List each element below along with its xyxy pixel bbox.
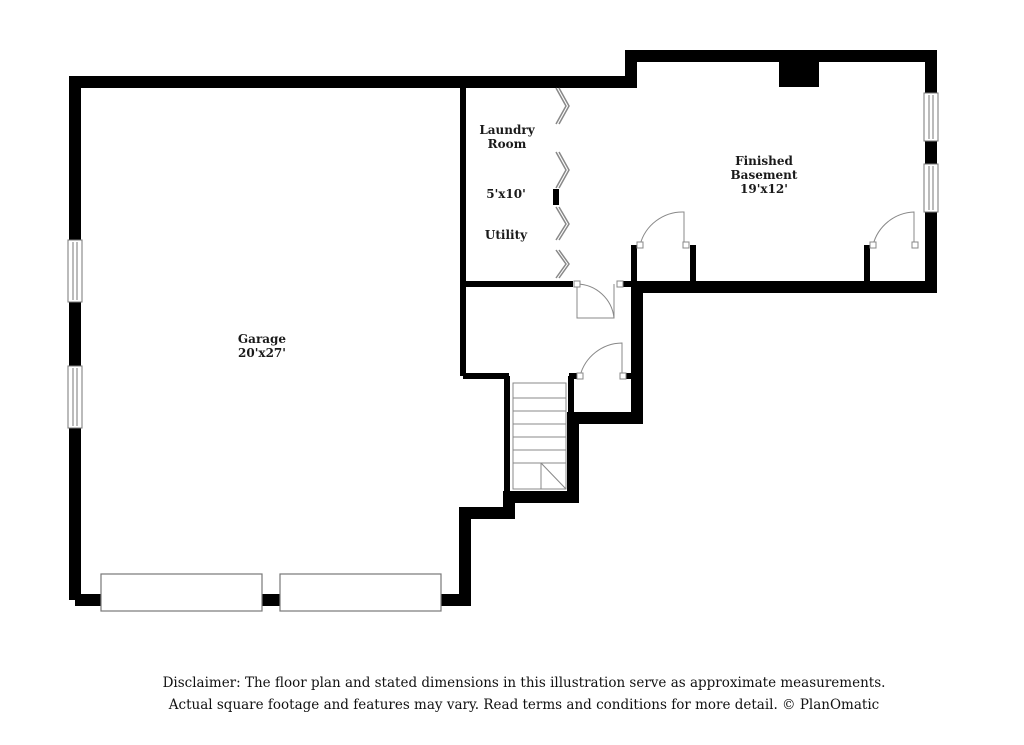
laundry-room-dimensions: 5'x10': [486, 187, 526, 201]
utility-label: Utility: [485, 228, 528, 242]
laundry-room-label: Laundry: [479, 123, 535, 137]
exterior-walls: [69, 50, 937, 606]
laundry-post: [553, 189, 559, 205]
door-basement-closet-2: [872, 211, 915, 246]
chimney-block: [779, 60, 819, 87]
garage-door-right: [279, 573, 442, 612]
laundry-room-label-2: Room: [488, 137, 527, 151]
basement-label-2: Basement: [731, 168, 798, 182]
bifold-door-3: [555, 206, 567, 241]
swing-doors: [573, 211, 919, 380]
garage-doors: [100, 573, 442, 612]
garage-dimensions: 20'x27': [238, 346, 286, 360]
garage-label: Garage: [238, 332, 287, 346]
stairs: [512, 382, 567, 490]
outer-wall-outline: [69, 50, 937, 606]
windows: [67, 92, 939, 429]
disclaimer-line-1: Disclaimer: The floor plan and stated di…: [162, 675, 886, 691]
disclaimer-line-2: Actual square footage and features may v…: [168, 697, 880, 713]
window-basement-upper: [923, 92, 939, 142]
window-basement-lower: [923, 163, 939, 213]
interior-walls: [460, 82, 931, 497]
window-garage-upper: [67, 239, 83, 303]
bifold-door-2: [555, 151, 567, 189]
bifold-doors: [555, 87, 570, 279]
door-laundry-hall: [576, 283, 615, 319]
basement-dimensions: 19'x12': [740, 182, 788, 196]
basement-label: Finished: [735, 154, 793, 168]
disclaimer: Disclaimer: The floor plan and stated di…: [0, 672, 1024, 716]
window-garage-lower: [67, 365, 83, 429]
bifold-door-4: [555, 249, 567, 279]
garage-door-left: [100, 573, 263, 612]
bifold-door-1: [555, 87, 567, 125]
door-basement-closet-1: [639, 211, 685, 246]
door-stair-closet: [579, 342, 623, 377]
